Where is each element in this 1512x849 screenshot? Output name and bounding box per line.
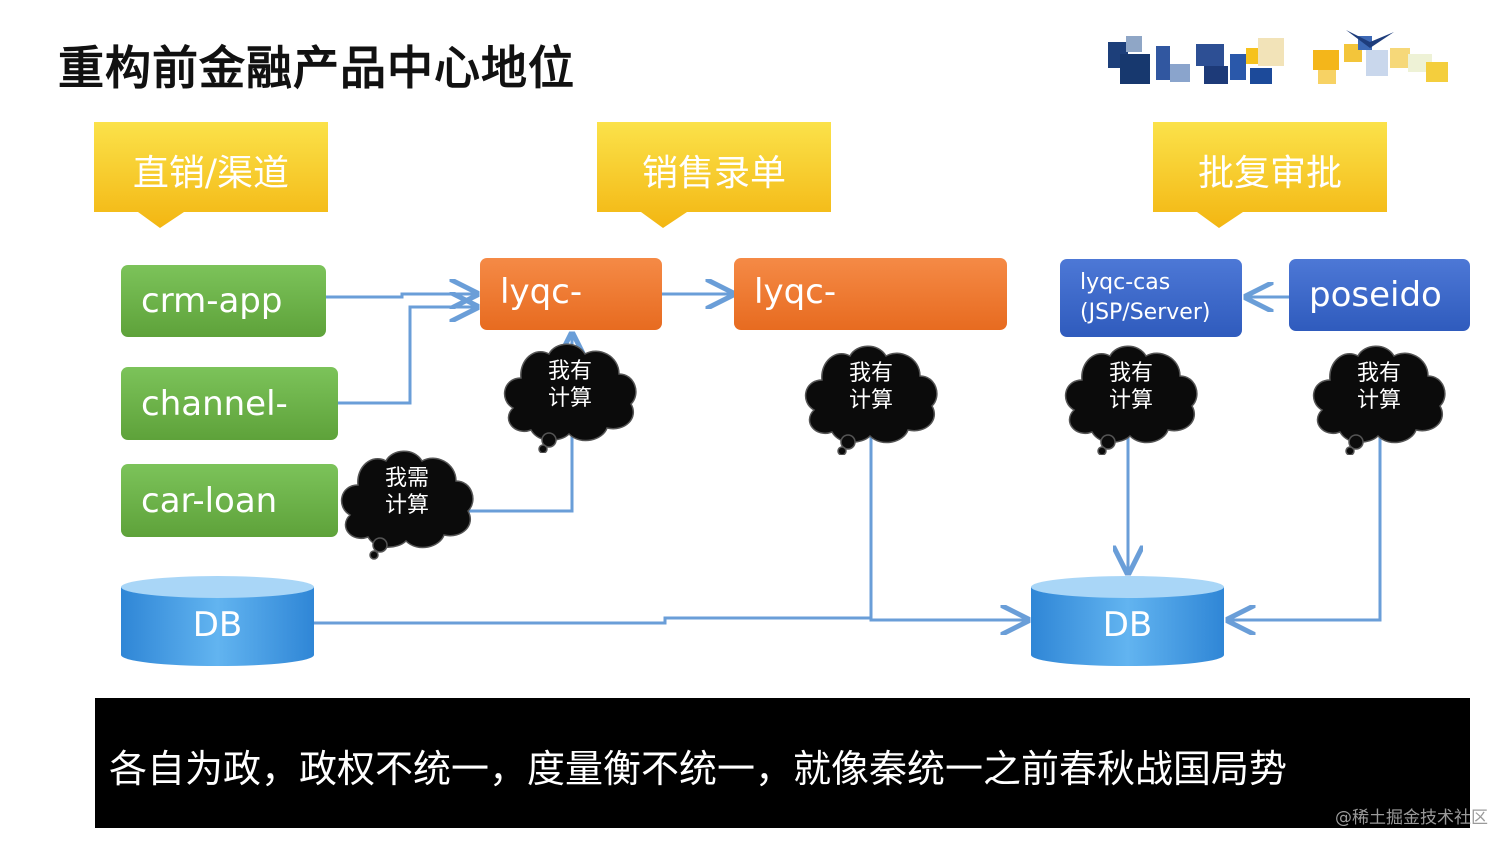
arrow-poseido-to-db bbox=[1228, 430, 1382, 620]
cloud-have-line2: 计算 bbox=[1356, 388, 1401, 413]
box-poseido: poseido bbox=[1289, 259, 1470, 331]
arrow-lyqc2-to-db bbox=[869, 434, 1028, 620]
box-crm-app: crm-app bbox=[121, 265, 326, 337]
summary-text: 各自为政，政权不统一，度量衡不统一，就像秦统一之前春秋战国局势 bbox=[109, 747, 1288, 791]
database-left: DB bbox=[120, 575, 315, 667]
summary-banner: 各自为政，政权不统一，度量衡不统一，就像秦统一之前春秋战国局势 bbox=[95, 698, 1470, 828]
cloud-have-calc-poseido: 我有 计算 bbox=[1307, 340, 1451, 456]
callout-sales-entry: 销售录单 bbox=[597, 122, 831, 230]
cloud-have-line2: 计算 bbox=[547, 386, 592, 411]
database-right-label: DB bbox=[1102, 605, 1153, 645]
cloud-have-line1: 我有 bbox=[1108, 361, 1153, 386]
company-logo bbox=[1108, 30, 1448, 84]
page-title: 重构前金融产品中心地位 bbox=[58, 41, 575, 95]
callout-approval: 批复审批 bbox=[1153, 122, 1387, 230]
arrow-channel-to-lyqc bbox=[338, 307, 477, 405]
box-channel: channel- bbox=[121, 367, 338, 440]
callout-direct-channel: 直销/渠道 bbox=[94, 122, 328, 230]
database-right: DB bbox=[1030, 575, 1225, 667]
box-car-loan: car-loan bbox=[121, 464, 338, 537]
lyqc-cas-name: lyqc-cas bbox=[1080, 270, 1171, 295]
box-lyqc-cas: lyqc-cas (JSP/Server) bbox=[1060, 259, 1242, 337]
cloud-have-line1: 我有 bbox=[848, 361, 893, 386]
cloud-have-calc-cas: 我有 计算 bbox=[1059, 340, 1203, 456]
cloud-need-calc: 我需 计算 bbox=[336, 445, 478, 560]
arrow-crm-to-lyqc bbox=[326, 294, 477, 297]
cloud-have-line2: 计算 bbox=[848, 388, 893, 413]
box-lyqc-2: lyqc- bbox=[734, 258, 1007, 330]
box-lyqc-1: lyqc- bbox=[480, 258, 662, 330]
line-db-left-to-right bbox=[314, 616, 871, 625]
lyqc-cas-detail: (JSP/Server) bbox=[1080, 300, 1211, 325]
watermark: @稀土掘金技术社区 bbox=[1335, 808, 1488, 828]
cloud-have-line2: 计算 bbox=[1108, 388, 1153, 413]
cloud-have-line1: 我有 bbox=[1356, 361, 1401, 386]
cloud-have-calc-lyqc1: 我有 计算 bbox=[498, 338, 642, 454]
cloud-need-line2: 计算 bbox=[384, 493, 429, 518]
cloud-have-line1: 我有 bbox=[547, 359, 592, 384]
cloud-need-line1: 我需 bbox=[384, 466, 429, 491]
cloud-have-calc-lyqc2: 我有 计算 bbox=[799, 340, 943, 456]
database-left-label: DB bbox=[192, 605, 243, 645]
